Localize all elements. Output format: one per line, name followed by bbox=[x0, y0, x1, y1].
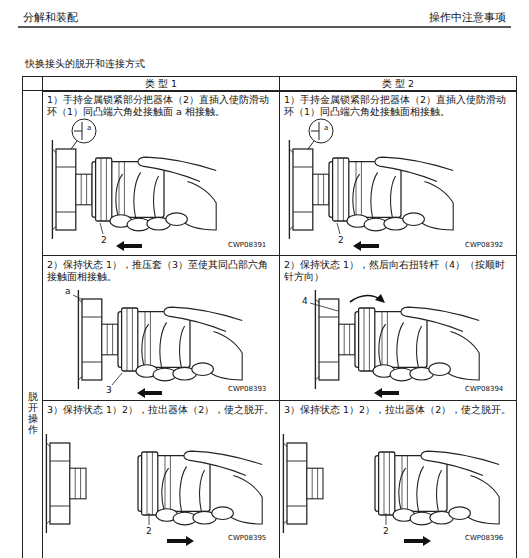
type-header-cell: 类 型 2 bbox=[279, 76, 517, 92]
callout-number: 3 bbox=[105, 386, 113, 396]
section-title: 快换接头的脱开和连接方式 bbox=[24, 58, 146, 69]
step-cell: 1）手持金属锁紧部分把器体（2）直插入使防滑动环（1）同凸端六角处接触面 a 相… bbox=[42, 90, 280, 256]
figure-code: CWP08394 bbox=[464, 386, 504, 394]
type-header-cell: 类 型 1 bbox=[42, 76, 280, 92]
header-rule bbox=[18, 26, 511, 27]
type-heading: 类 型 1 bbox=[47, 78, 275, 90]
callout-letter: a bbox=[86, 125, 92, 133]
step-text: 1）手持金属锁紧部分把器体（2）直插入使防滑动环（1）同凸端六角处接触面相接触。 bbox=[284, 94, 512, 118]
callout-number: 2 bbox=[337, 236, 345, 246]
step-cell: 1）手持金属锁紧部分把器体（2）直插入使防滑动环（1）同凸端六角处接触面相接触。 bbox=[279, 90, 517, 256]
coupling-figure bbox=[52, 119, 453, 251]
page-section: 分解和装配 bbox=[22, 12, 79, 24]
coupling-figure bbox=[73, 290, 479, 398]
step-text: 3）保持状态 1）2），拉出器体（2），使之脱开。 bbox=[284, 404, 512, 416]
callout-number: 4 bbox=[301, 297, 309, 307]
step-text: 2）保持状态 1），然后向右扭转杆（4）（按顺时针方向） bbox=[284, 259, 512, 283]
figure-code: CWP08392 bbox=[464, 242, 504, 250]
coupling-figure bbox=[46, 434, 499, 546]
page-topic: 操作中注意事项 bbox=[428, 12, 507, 24]
step-text: 2）保持状态 1），推压套（3）至使其同凸部六角接触面相接触。 bbox=[47, 259, 275, 283]
figure-code: CWP08396 bbox=[464, 535, 504, 543]
callout-letter: a bbox=[323, 125, 329, 133]
step-cell: 2）保持状态 1），然后向右扭转杆（4）（按顺时针方向） bbox=[279, 255, 517, 401]
step-text: 1）手持金属锁紧部分把器体（2）直插入使防滑动环（1）同凸端六角处接触面 a 相… bbox=[47, 94, 275, 118]
step-cell: 2）保持状态 1），推压套（3）至使其同凸部六角接触面相接触。 bbox=[42, 255, 280, 401]
callout-number: 2 bbox=[145, 527, 153, 537]
figure-code: CWP08393 bbox=[227, 386, 267, 394]
figure-code: CWP08391 bbox=[227, 242, 267, 250]
operation-heading: 脱开操作 bbox=[28, 391, 38, 435]
callout-letter: a bbox=[64, 287, 72, 297]
callout-number: 2 bbox=[382, 527, 390, 537]
figure-code: CWP08395 bbox=[227, 535, 267, 543]
corner-cell bbox=[23, 77, 43, 91]
callout-number: 2 bbox=[100, 236, 108, 246]
side-heading-cell: 脱开操作 bbox=[22, 90, 43, 558]
type-heading: 类 型 2 bbox=[284, 78, 512, 90]
step-text: 3）保持状态 1）2），拉出器体（2），使之脱开。 bbox=[47, 404, 275, 416]
